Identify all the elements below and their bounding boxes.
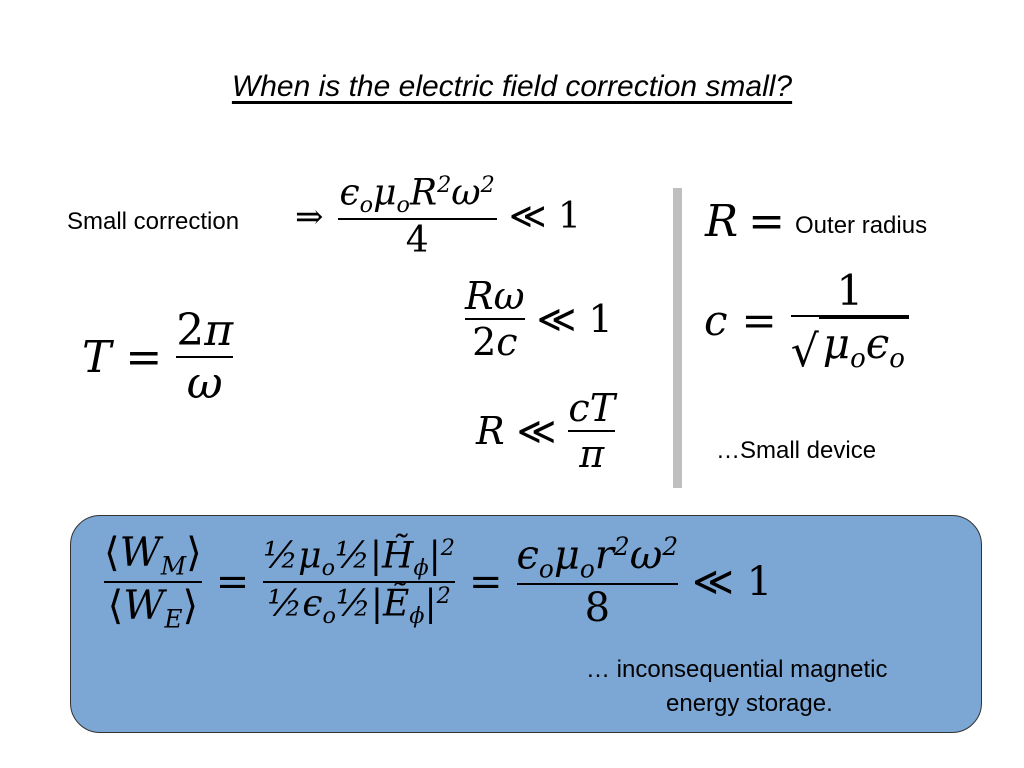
outer-radius-label: Outer radius — [795, 211, 928, 239]
magnetic-note-line1: … inconsequential magnetic — [586, 656, 888, 683]
energy-ratio-equation: ⟨WM⟩ ⟨WE⟩ = ½μo½|H̃ϕ|2 ½ϵo½|Ẽϕ|2 = ϵoμor… — [104, 530, 773, 634]
fraction-energy: ⟨WM⟩ ⟨WE⟩ — [104, 530, 202, 634]
slide-title: When is the electric field correction sm… — [231, 70, 793, 103]
vertical-divider — [673, 188, 682, 488]
condition-equation-1: ⇒ ϵoμoR2ω2 4 ≪ 1 — [295, 172, 581, 262]
condition-equation-2: Rω 2c ≪ 1 — [465, 274, 613, 364]
fraction-result: ϵoμor2ω2 8 — [516, 532, 679, 632]
fraction-fields: ½μo½|H̃ϕ|2 ½ϵo½|Ẽϕ|2 — [263, 534, 455, 629]
implies-symbol: ⇒ — [295, 196, 324, 237]
condition-equation-3: R≪ cT π — [476, 386, 616, 476]
fraction-c: 1 √ μoϵo — [790, 266, 909, 374]
fraction-period: 2π ω — [176, 305, 234, 409]
energy-ratio-box — [70, 515, 982, 733]
square-root: √ μoϵo — [791, 317, 909, 374]
small-device-label: …Small device — [716, 437, 877, 464]
magnetic-note-line2: energy storage. — [666, 690, 833, 717]
radius-definition: R= Outer radius — [705, 196, 928, 247]
period-equation: T= 2π ω — [82, 305, 234, 409]
fraction-3: cT π — [568, 386, 616, 476]
fraction-1: ϵoμoR2ω2 4 — [337, 172, 497, 262]
small-correction-label: Small correction — [67, 208, 240, 235]
speed-of-light-equation: c= 1 √ μoϵo — [704, 266, 909, 374]
fraction-2: Rω 2c — [465, 274, 525, 364]
